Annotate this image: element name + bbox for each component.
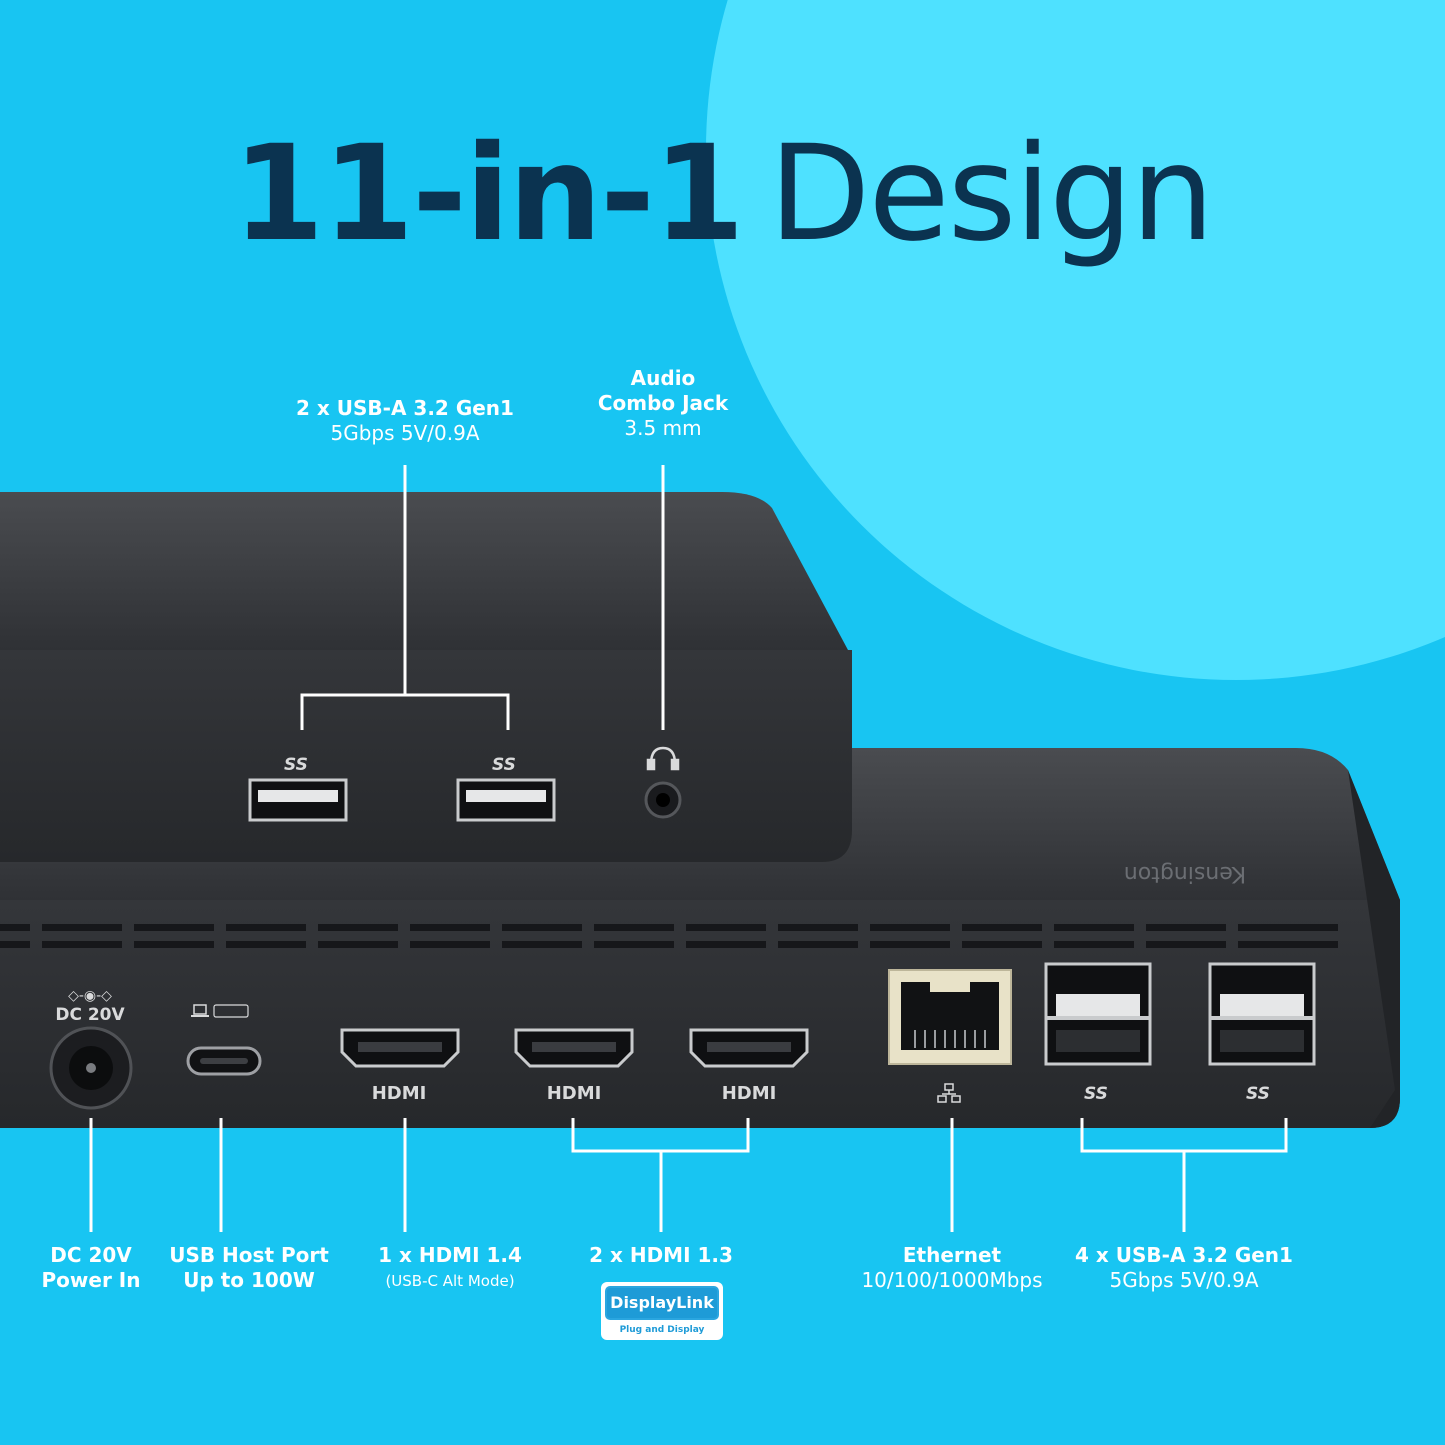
label-usb-a-4-title: 4 x USB-A 3.2 Gen1 (1075, 1243, 1293, 1267)
dc-marking: DC 20V (55, 1005, 125, 1025)
label-ethernet-title: Ethernet (902, 1243, 1002, 1267)
dc-polarity-icon: ◇-◉-◇ (68, 988, 112, 1004)
label-hdmi-13: 2 x HDMI 1.3 (589, 1243, 733, 1268)
label-ethernet-spec: 10/100/1000Mbps (861, 1268, 1043, 1292)
audio-jack (644, 746, 682, 819)
headline-bold: 11-in-1 (232, 117, 744, 271)
small-dock-face (0, 650, 852, 862)
usb-a-port-right: SS (456, 755, 556, 822)
displaylink-name: DisplayLink (605, 1286, 719, 1320)
ethernet-port (888, 969, 1012, 1103)
label-hdmi-14-note: (USB-C Alt Mode) (385, 1272, 515, 1290)
label-usb-host: USB Host Port Up to 100W (169, 1243, 329, 1293)
label-usb-host-title: USB Host Port (169, 1243, 329, 1267)
displaylink-badge: DisplayLink Plug and Display (601, 1282, 723, 1340)
hdmi-marking-3: HDMI (722, 1083, 777, 1104)
superspeed-usb-icon: SS (284, 755, 308, 775)
hdmi-port-1: HDMI (340, 1028, 460, 1104)
label-usb-host-subtitle: Up to 100W (183, 1268, 315, 1292)
hdmi-port-2: HDMI (514, 1028, 634, 1104)
dc-port: ◇-◉-◇ DC 20V (49, 988, 133, 1110)
label-audio: Audio Combo Jack 3.5 mm (598, 366, 728, 441)
superspeed-usb-icon: SS (492, 755, 516, 775)
small-dock: SS SS (0, 492, 852, 862)
label-audio-title-2: Combo Jack (597, 391, 729, 415)
label-hdmi-13-title: 2 x HDMI 1.3 (589, 1243, 733, 1267)
usb-a-stack-2: SS (1208, 962, 1316, 1104)
displaylink-tagline: Plug and Display (619, 1325, 705, 1335)
label-ethernet: Ethernet 10/100/1000Mbps (861, 1243, 1042, 1293)
label-usb-a-2-spec: 5Gbps 5V/0.9A (330, 421, 480, 445)
superspeed-usb-icon: SS (1246, 1084, 1270, 1104)
hdmi-port-3: HDMI (689, 1028, 809, 1104)
usb-c-port (186, 1004, 262, 1076)
superspeed-usb-icon: SS (1084, 1084, 1108, 1104)
label-usb-a-2: 2 x USB-A 3.2 Gen1 5Gbps 5V/0.9A (296, 396, 514, 446)
laptop-icon (191, 1004, 209, 1017)
label-hdmi-14-title: 1 x HDMI 1.4 (378, 1243, 522, 1267)
label-dc: DC 20V Power In (42, 1243, 141, 1293)
brand-logo: Kensington (1124, 861, 1246, 886)
headset-icon (646, 746, 680, 771)
label-dc-title: DC 20V (50, 1243, 132, 1267)
hdmi-marking-1: HDMI (372, 1083, 427, 1104)
label-usb-a-2-title: 2 x USB-A 3.2 Gen1 (296, 396, 514, 420)
large-dock-face (0, 900, 1400, 1128)
superspeed-usb-icon (213, 1004, 249, 1018)
small-dock-top (0, 492, 848, 650)
vent-grille (0, 924, 1338, 948)
leader-lines (89, 465, 1288, 1232)
label-usb-a-4: 4 x USB-A 3.2 Gen1 5Gbps 5V/0.9A (1075, 1243, 1293, 1293)
label-hdmi-14: 1 x HDMI 1.4 (USB-C Alt Mode) (378, 1243, 522, 1291)
label-usb-a-4-spec: 5Gbps 5V/0.9A (1109, 1268, 1259, 1292)
hdmi-marking-2: HDMI (547, 1083, 602, 1104)
ethernet-icon (937, 1083, 961, 1103)
headline-light: Design (768, 117, 1215, 271)
usb-a-port-left: SS (248, 755, 348, 822)
label-audio-title: Audio (630, 366, 696, 390)
label-dc-subtitle: Power In (41, 1268, 141, 1292)
usb-a-stack-1: SS (1044, 962, 1152, 1104)
label-audio-spec: 3.5 mm (624, 416, 702, 440)
